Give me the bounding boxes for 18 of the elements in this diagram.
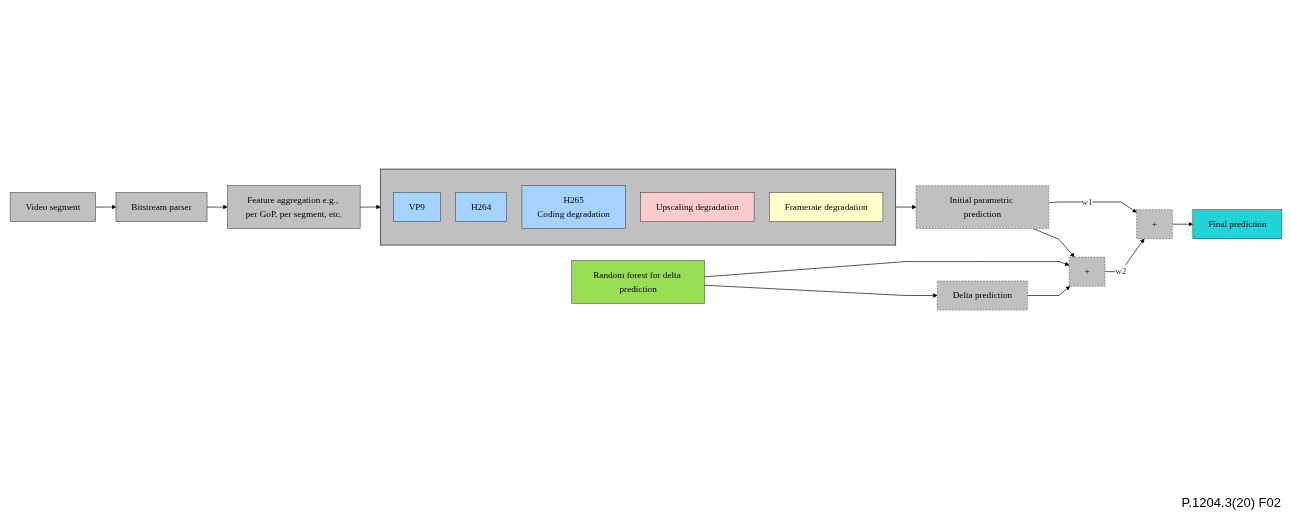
edge-label: w1 <box>1080 197 1093 208</box>
node-box: Final prediction <box>1192 209 1282 240</box>
node-box: Bitstream parser <box>115 192 207 223</box>
node-box: Upscaling degradation <box>639 192 754 223</box>
node-box: Video segment <box>9 192 96 223</box>
node-box: Initial parametric prediction <box>915 185 1049 230</box>
node-box: H265 Coding degradation <box>521 185 625 230</box>
node-box: + <box>1135 209 1173 240</box>
edge-label: w2 <box>1114 266 1126 277</box>
node-box: VP9 <box>392 192 441 223</box>
figure-code: P.1204.3(20) F02 <box>1181 495 1281 510</box>
node-box: + <box>1068 257 1105 287</box>
node-box: Delta prediction <box>936 281 1028 311</box>
node-box: Framerate degradation <box>768 192 883 223</box>
node-box: Random forest for delta prediction <box>571 260 705 304</box>
cluster <box>379 169 896 246</box>
node-box: H264 <box>454 192 507 223</box>
node-box: Feature aggregation e.g., per GoP, per segment, etc. <box>226 185 360 230</box>
